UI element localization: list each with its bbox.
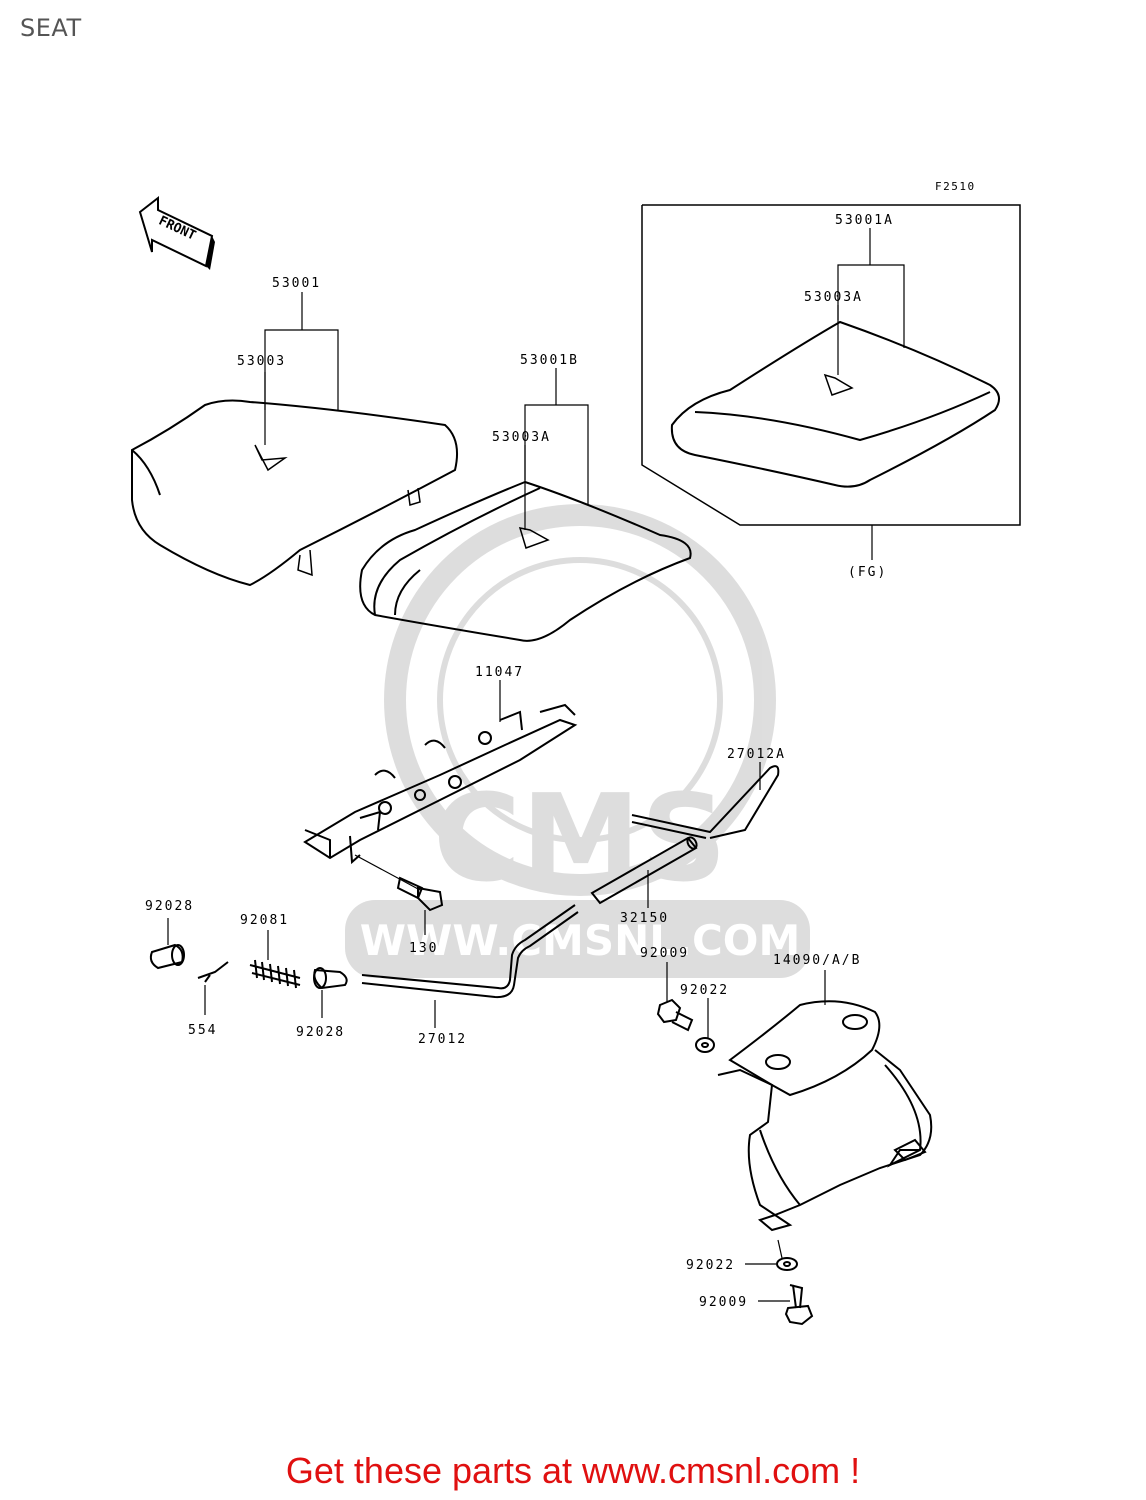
washer-92022-lower (776, 1239, 798, 1271)
label-130: 130 (409, 941, 438, 956)
watermark-url: WWW.CMSNL.COM (360, 916, 801, 965)
label-27012: 27012 (418, 1032, 467, 1047)
front-seat (131, 399, 458, 587)
rod-27012 (361, 904, 579, 999)
ref-code: F2510 (935, 180, 976, 193)
label-554: 554 (188, 1023, 217, 1038)
washer-92022-upper (695, 1037, 715, 1053)
label-53001A: 53001A (835, 213, 894, 228)
cotter-pin-554 (197, 961, 229, 983)
pin-92028-right (313, 967, 348, 990)
bolt-130 (354, 854, 444, 935)
footer-link[interactable]: Get these parts at www.cmsnl.com ! (285, 1450, 861, 1491)
label-53001: 53001 (272, 276, 321, 291)
watermark-brand: CMS (433, 770, 727, 909)
leader-53001B (524, 368, 589, 530)
rod-27012A (631, 765, 780, 839)
spring-92081 (249, 959, 301, 989)
pin-92028-left (149, 943, 185, 970)
label-92022-a: 92022 (680, 983, 729, 998)
rear-seat (359, 480, 692, 642)
label-53003A: 53003A (492, 430, 551, 445)
watermark: CMS WWW.CMSNL.COM (345, 504, 810, 978)
label-92028-b: 92028 (296, 1025, 345, 1040)
label-53001B: 53001B (520, 353, 579, 368)
tube-32150 (590, 836, 698, 905)
label-14090: 14090/A/B (773, 953, 861, 968)
fg-seat (670, 320, 1000, 488)
page-title: SEAT (20, 14, 82, 42)
leader-53001A (837, 228, 905, 375)
label-27012A: 27012A (727, 747, 786, 762)
bolt-92009-lower (784, 1284, 814, 1326)
label-53003: 53003 (237, 354, 286, 369)
label-92022-b: 92022 (686, 1258, 735, 1273)
label-32150: 32150 (620, 911, 669, 926)
label-92028-a: 92028 (145, 899, 194, 914)
label-92081: 92081 (240, 913, 289, 928)
fg-label: (FG) (848, 565, 887, 580)
front-arrow-icon: FRONT (138, 195, 215, 270)
seat-bracket (303, 703, 578, 865)
grab-bar-14090 (717, 1000, 933, 1232)
fg-option-box: (FG) (641, 204, 1021, 580)
label-92009-b: 92009 (699, 1295, 748, 1310)
label-92009-a: 92009 (640, 946, 689, 961)
leader-53001 (264, 292, 339, 445)
label-11047: 11047 (475, 665, 524, 680)
label-53003A-fg: 53003A (804, 290, 863, 305)
bolt-92009-upper (656, 998, 694, 1032)
